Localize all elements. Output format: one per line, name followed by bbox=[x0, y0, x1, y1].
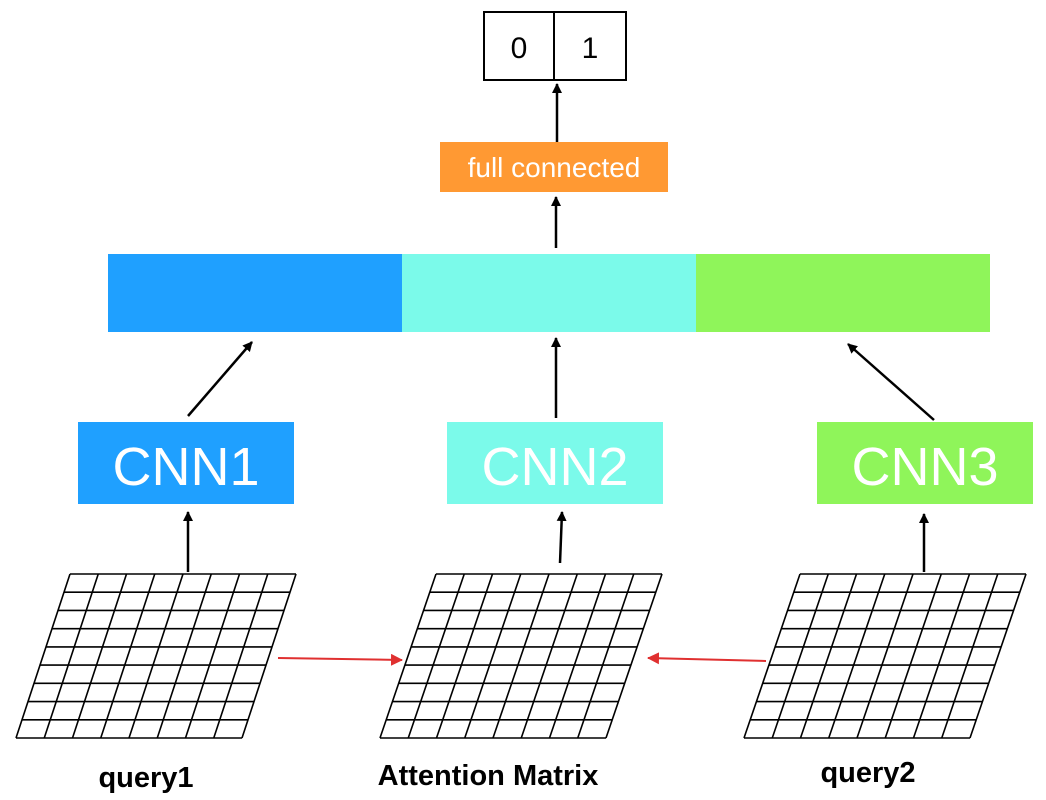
query1-caption: query1 bbox=[98, 762, 193, 794]
concat-segment-cnn3 bbox=[696, 254, 990, 332]
grid-column-line bbox=[241, 573, 297, 739]
fc-layer: full connected bbox=[440, 142, 668, 192]
fc-layer-box bbox=[440, 142, 668, 192]
grid-column-line bbox=[799, 573, 858, 739]
grid-column-line bbox=[605, 573, 663, 739]
arrow-cnn3-to-concat bbox=[847, 343, 935, 421]
cnn3-label: CNN3 bbox=[851, 437, 998, 497]
concat-bar bbox=[108, 254, 990, 332]
cnn2-box bbox=[447, 422, 663, 504]
grid-column-line bbox=[184, 573, 241, 739]
arrow-query1-to-attention bbox=[277, 653, 403, 666]
query2-caption: query2 bbox=[820, 757, 915, 789]
grid-column-line bbox=[463, 573, 522, 739]
concat-segment-cnn2 bbox=[402, 254, 696, 332]
grid-column-line bbox=[156, 573, 213, 739]
grid-column-line bbox=[940, 573, 999, 739]
grid-column-line bbox=[492, 573, 550, 739]
grid-column-line bbox=[827, 573, 886, 739]
output-cell-0-label: 0 bbox=[511, 32, 528, 65]
cnn1-box bbox=[78, 422, 294, 504]
attention-matrix-caption: Attention Matrix bbox=[378, 760, 599, 792]
query1-matrix bbox=[15, 573, 297, 739]
cnn2-block: CNN2 bbox=[447, 422, 663, 504]
grid-column-line bbox=[407, 573, 466, 739]
grid-column-line bbox=[520, 573, 579, 739]
arrow-cnn1-to-concat bbox=[187, 341, 253, 417]
attention-matrix bbox=[379, 573, 663, 739]
output-cell-1 bbox=[553, 11, 627, 81]
grid-column-line bbox=[435, 573, 494, 739]
grid-column-line bbox=[771, 573, 830, 739]
grid-column-line bbox=[99, 573, 156, 739]
grid-column-line bbox=[43, 573, 100, 739]
grid-column-line bbox=[912, 573, 971, 739]
arrow-query2-to-attention bbox=[647, 652, 767, 665]
grid-column-line bbox=[71, 573, 128, 739]
arrow-attention-to-cnn2 bbox=[556, 511, 567, 564]
grid-column-line bbox=[743, 573, 801, 739]
output-cell-1-label: 1 bbox=[582, 32, 599, 65]
grid-column-line bbox=[379, 573, 437, 739]
grid-column-line bbox=[884, 573, 943, 739]
grid-column-line bbox=[969, 573, 1027, 739]
cnn1-label: CNN1 bbox=[112, 437, 259, 497]
cnn3-block: CNN3 bbox=[817, 422, 1033, 504]
cnn2-label: CNN2 bbox=[481, 437, 628, 497]
grid-column-line bbox=[548, 573, 607, 739]
grid-column-line bbox=[856, 573, 914, 739]
fc-layer-label: full connected bbox=[468, 152, 641, 183]
concat-segment-cnn1 bbox=[108, 254, 402, 332]
grid-column-line bbox=[212, 573, 269, 739]
grid-column-line bbox=[576, 573, 635, 739]
cnn3-box bbox=[817, 422, 1033, 504]
query2-matrix bbox=[743, 573, 1027, 739]
grid-column-line bbox=[128, 573, 184, 739]
output-cells: 0 1 bbox=[483, 11, 627, 81]
grid-column-line bbox=[15, 573, 71, 739]
cnn1-block: CNN1 bbox=[78, 422, 294, 504]
output-cell-0 bbox=[483, 11, 555, 81]
